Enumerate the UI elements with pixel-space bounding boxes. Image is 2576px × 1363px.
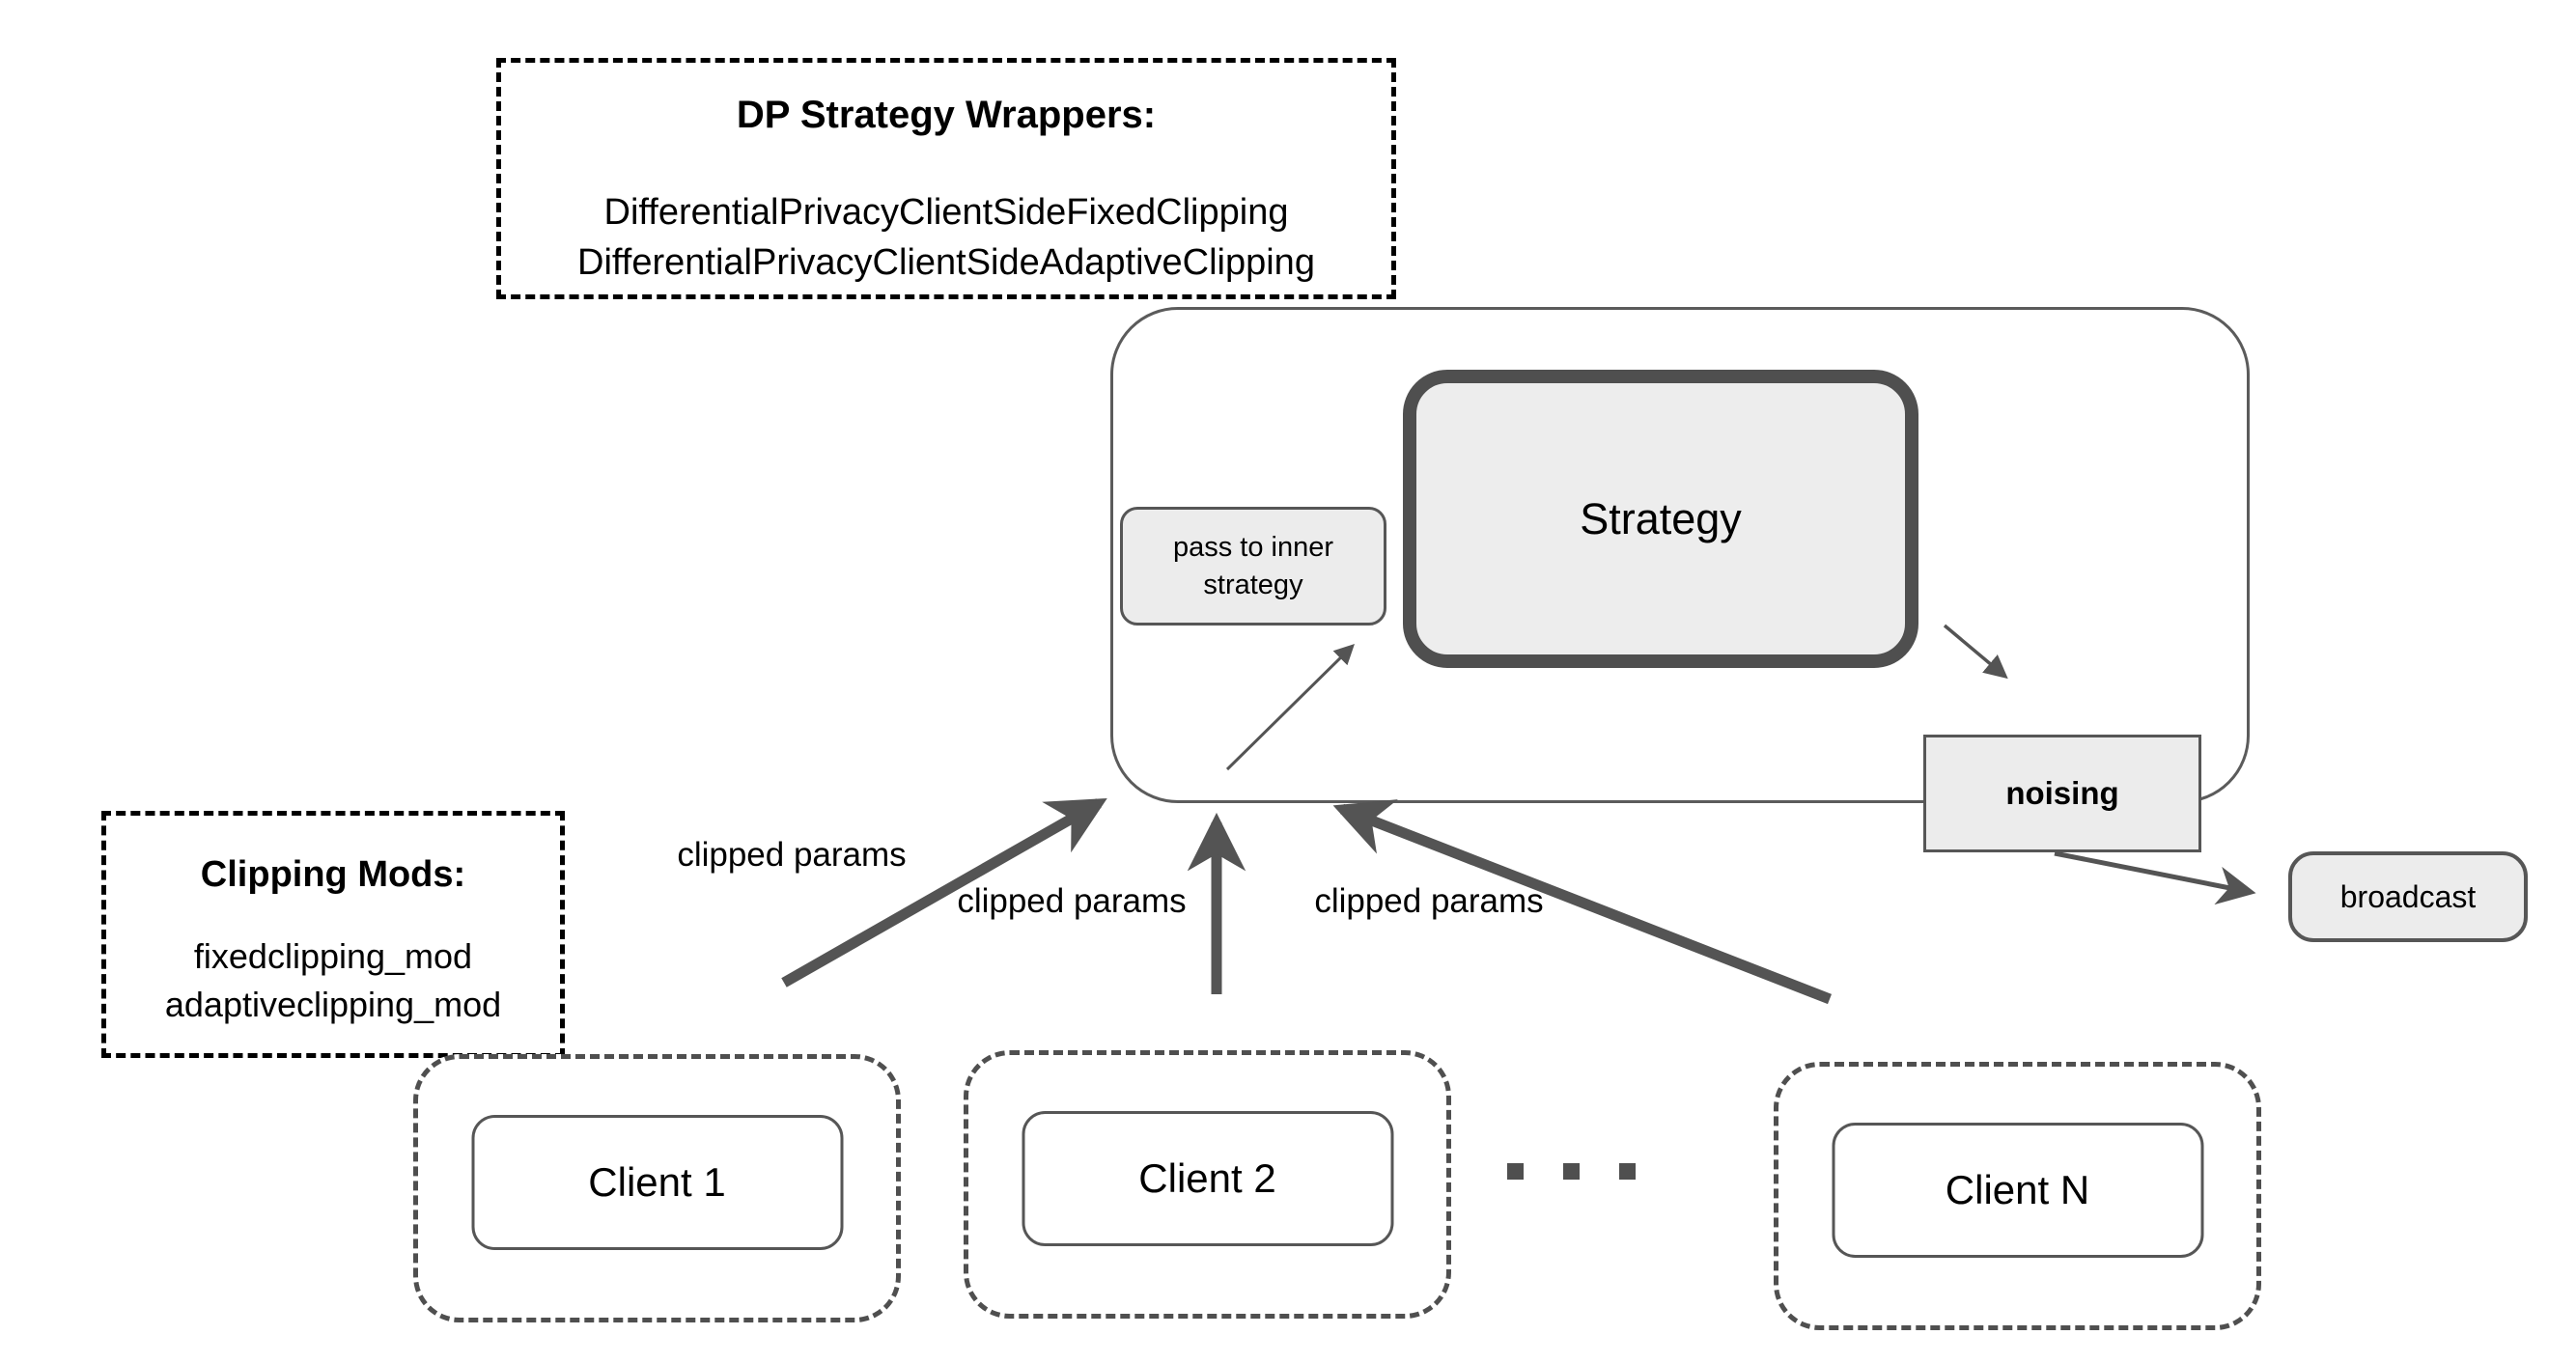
dp-wrappers-line: DifferentialPrivacyClientSideFixedClippi… (603, 192, 1289, 233)
clipping-mods-note: Clipping Mods: fixedclipping_mod adaptiv… (101, 811, 565, 1058)
noising-label: noising (2005, 775, 2119, 811)
dp-wrappers-line: DifferentialPrivacyClientSideAdaptiveCli… (577, 242, 1315, 284)
client-n-box: Client N (1832, 1123, 2203, 1258)
ellipsis-dot (1563, 1163, 1580, 1180)
clipping-mods-line: fixedclipping_mod (193, 936, 473, 976)
client-1-label: Client 1 (588, 1159, 726, 1205)
clipping-mods-lines: fixedclipping_mod adaptiveclipping_mod (165, 932, 501, 1030)
dp-strategy-wrappers-note: DP Strategy Wrappers: DifferentialPrivac… (496, 58, 1396, 299)
clipped-params-label: clipped params (677, 836, 907, 874)
client-2-group: Client 2 (964, 1050, 1451, 1319)
client-2-label: Client 2 (1138, 1155, 1276, 1201)
clipping-mods-line: adaptiveclipping_mod (164, 985, 502, 1025)
pass-to-inner-strategy-box: pass to inner strategy (1120, 507, 1386, 626)
strategy-label: Strategy (1580, 493, 1742, 543)
arrow-noising-to-broadcast (2054, 850, 2256, 905)
client-n-label: Client N (1945, 1167, 2090, 1212)
ellipsis-dot (1507, 1163, 1524, 1180)
clipped-params-label: clipped params (1314, 882, 1544, 920)
clipping-mods-title: Clipping Mods: (200, 854, 466, 895)
noising-box: noising (1923, 735, 2201, 852)
client-2-box: Client 2 (1022, 1111, 1393, 1246)
client-1-group: Client 1 (413, 1054, 901, 1322)
pass-to-inner-strategy-label: pass to inner strategy (1172, 532, 1334, 600)
strategy-box: Strategy (1403, 370, 1918, 668)
broadcast-label: broadcast (2339, 878, 2477, 914)
ellipsis-dot (1619, 1163, 1636, 1180)
broadcast-box: broadcast (2288, 851, 2528, 942)
clipped-params-label: clipped params (957, 882, 1187, 920)
dp-wrappers-lines: DifferentialPrivacyClientSideFixedClippi… (577, 187, 1315, 289)
dp-wrappers-title: DP Strategy Wrappers: (736, 94, 1157, 136)
client-1-box: Client 1 (471, 1115, 843, 1250)
client-n-group: Client N (1774, 1062, 2261, 1330)
